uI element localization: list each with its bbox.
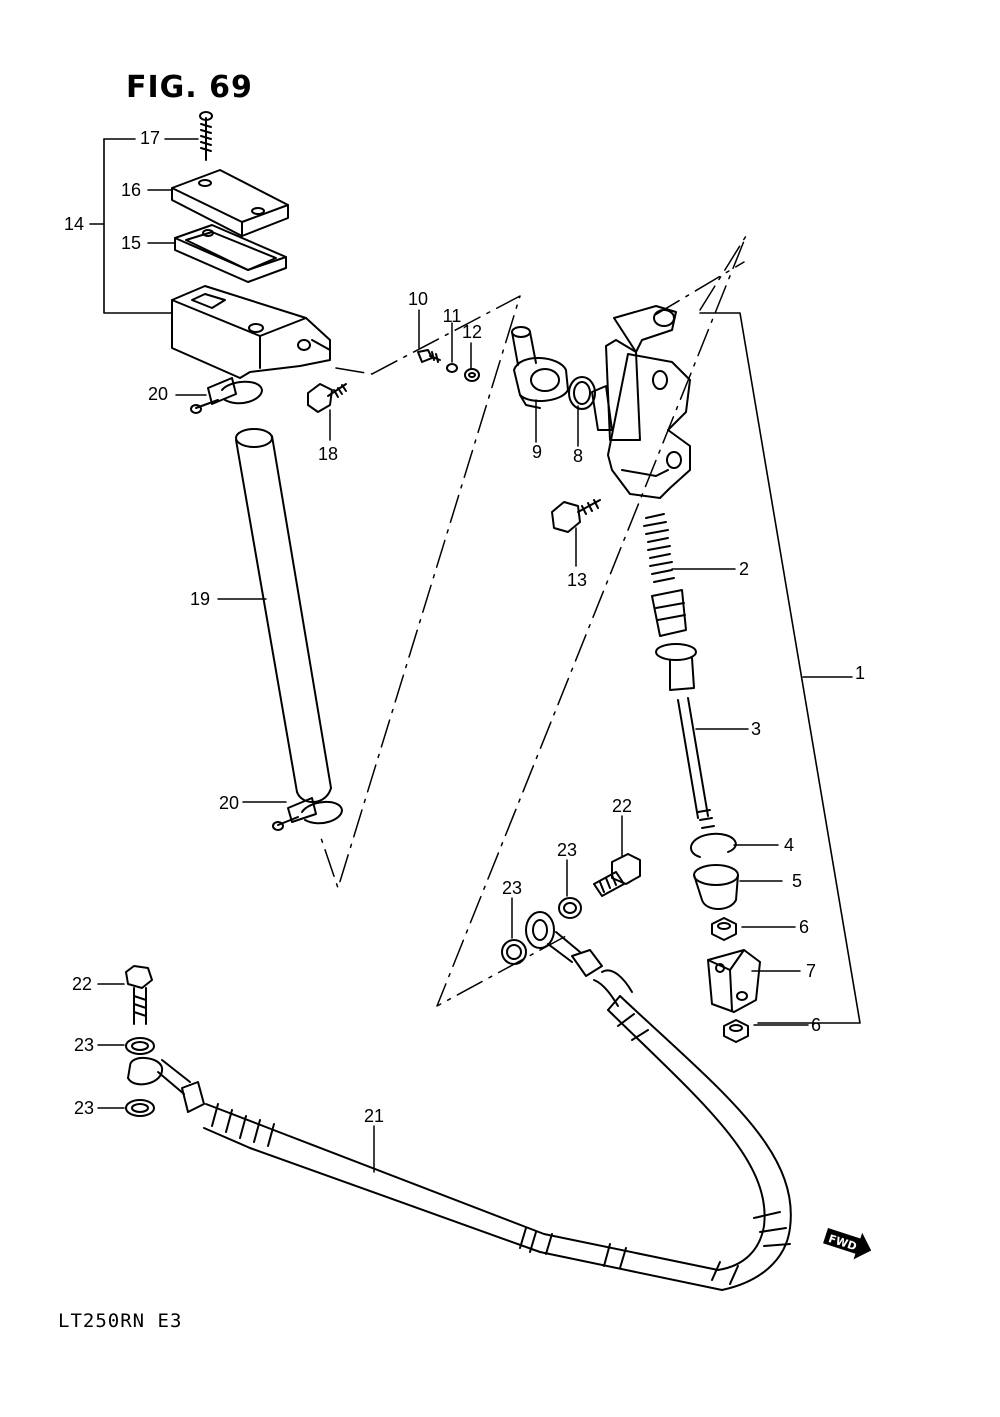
reservoir-diaphragm — [174, 224, 287, 283]
callout-17: 17 — [139, 128, 161, 148]
callout-22-lower: 22 — [71, 974, 93, 994]
callout-23-d: 23 — [73, 1098, 95, 1118]
callout-3: 3 — [750, 719, 762, 739]
union-bolt-22-upper — [593, 853, 641, 897]
clevis-7 — [707, 949, 761, 1013]
union-bolt-22-lower — [125, 965, 153, 1025]
bracket-lines-14 — [89, 138, 173, 314]
washer-11 — [446, 363, 458, 373]
o-ring-8 — [568, 376, 596, 410]
callout-9: 9 — [531, 442, 543, 462]
callout-23-b: 23 — [501, 878, 523, 898]
callout-20-lower: 20 — [218, 793, 240, 813]
bracket-lines-1 — [699, 312, 861, 1024]
forward-arrow-badge: FWD — [823, 1228, 872, 1260]
union-bolt-13 — [551, 499, 601, 533]
reservoir-body — [171, 285, 331, 379]
callout-22-upper: 22 — [611, 796, 633, 816]
boot-5 — [693, 864, 739, 910]
callout-20-upper: 20 — [147, 384, 169, 404]
reservoir-cap — [171, 169, 289, 237]
callout-19: 19 — [189, 589, 211, 609]
reservoir-screw — [199, 111, 213, 161]
washer-23-b — [501, 939, 527, 965]
hose-clamp-lower — [272, 797, 343, 831]
callout-7: 7 — [805, 961, 817, 981]
callout-14: 14 — [63, 214, 85, 234]
callout-11: 11 — [442, 306, 462, 326]
callout-16: 16 — [120, 180, 142, 200]
callout-5: 5 — [791, 871, 803, 891]
callout-21: 21 — [363, 1106, 385, 1126]
callout-13: 13 — [566, 570, 588, 590]
bolt-10 — [417, 349, 441, 363]
nut-6-lower — [723, 1019, 749, 1043]
brake-hose-21 — [203, 995, 792, 1291]
callout-15: 15 — [120, 233, 142, 253]
model-code: LT250RN E3 — [58, 1310, 183, 1332]
callout-18: 18 — [317, 444, 339, 464]
washer-23-c — [125, 1037, 155, 1055]
callout-4: 4 — [783, 835, 795, 855]
banjo-fitting-upper — [525, 911, 633, 1007]
washer-12 — [464, 368, 480, 382]
reservoir-mount-screw — [307, 383, 347, 413]
callout-10: 10 — [407, 289, 429, 309]
callout-2: 2 — [738, 559, 750, 579]
callout-12: 12 — [461, 322, 483, 342]
master-cylinder-body — [591, 305, 691, 499]
nut-6-upper — [711, 917, 737, 941]
callout-6-lower: 6 — [810, 1015, 822, 1035]
pushrod-3 — [677, 697, 715, 829]
figure-title: FIG. 69 — [126, 70, 253, 105]
callout-23-c: 23 — [73, 1035, 95, 1055]
callout-8: 8 — [572, 446, 584, 466]
callout-23-a: 23 — [556, 840, 578, 860]
leader-lines — [97, 138, 853, 1173]
hose-clamp-upper — [190, 377, 263, 414]
callout-6-upper: 6 — [798, 917, 810, 937]
reservoir-hose — [235, 428, 332, 803]
forward-arrow-label: FWD — [827, 1232, 858, 1253]
washer-23-a — [558, 897, 582, 919]
washer-23-d — [125, 1099, 155, 1117]
piston-spring-2 — [643, 513, 697, 691]
snap-ring-4 — [689, 832, 737, 858]
assembly-guide-lines — [319, 235, 747, 1007]
callout-1: 1 — [854, 663, 866, 683]
banjo-fitting-lower — [127, 1057, 205, 1113]
inlet-connector-9 — [511, 326, 569, 409]
